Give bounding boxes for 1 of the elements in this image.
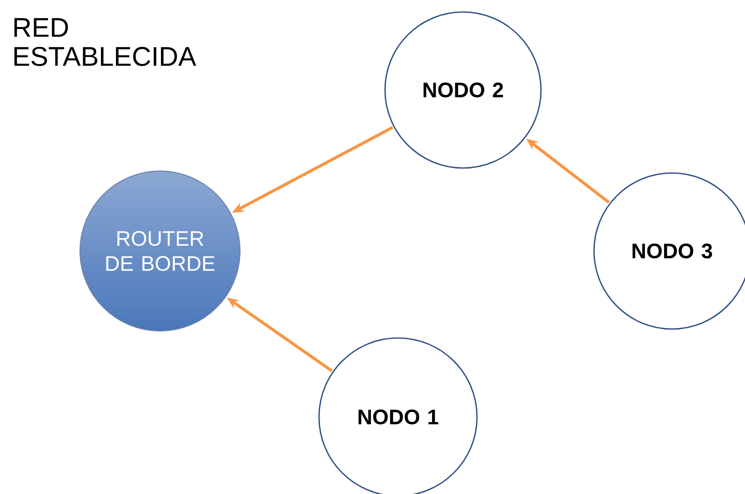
title: RED ESTABLECIDA xyxy=(14,18,196,66)
